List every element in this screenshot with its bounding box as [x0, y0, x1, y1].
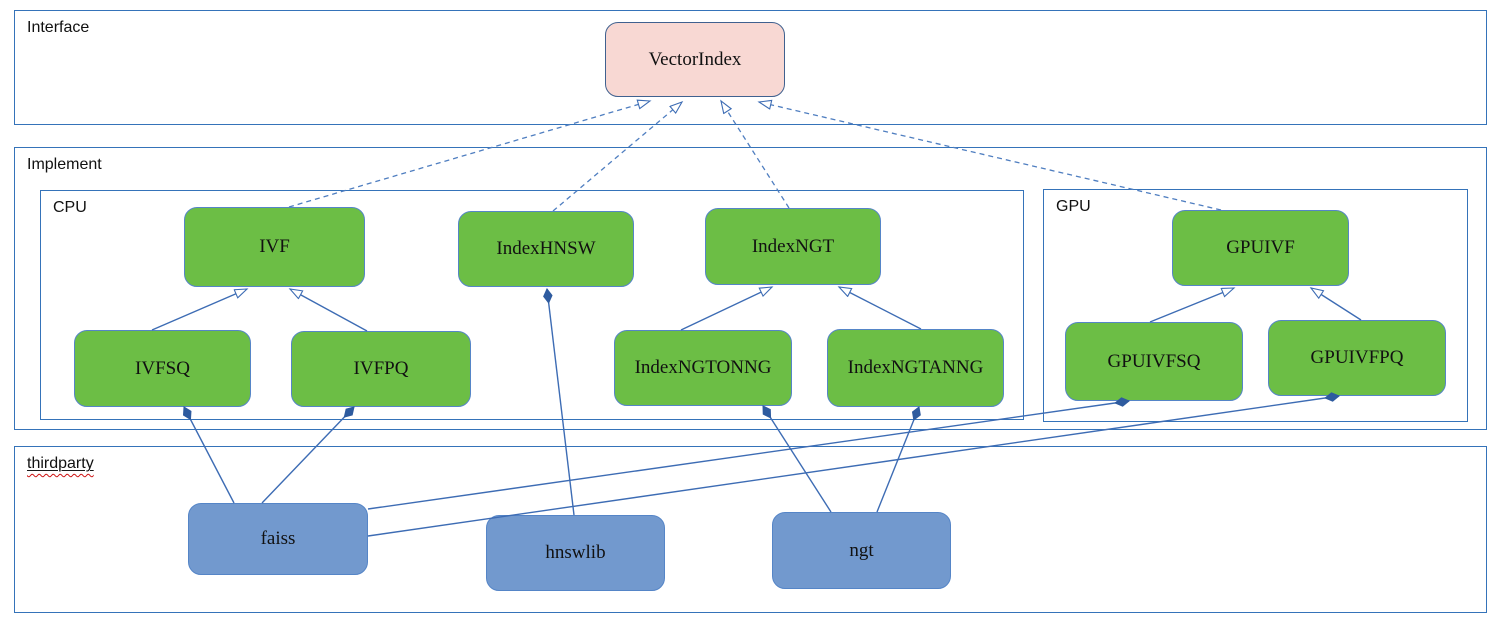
- container-gpu-label: GPU: [1056, 198, 1091, 215]
- node-indexngt-label: IndexNGT: [751, 235, 835, 257]
- node-vectorindex: VectorIndex: [605, 22, 785, 97]
- node-ivfsq: IVFSQ: [74, 330, 251, 407]
- container-cpu-label: CPU: [53, 199, 87, 216]
- node-ivfpq: IVFPQ: [291, 331, 471, 407]
- node-indexngtonng: IndexNGTONNG: [614, 330, 792, 406]
- node-gpuivf-label: GPUIVF: [1226, 237, 1295, 258]
- node-faiss: faiss: [188, 503, 368, 575]
- container-thirdparty-label-text: thirdparty: [27, 455, 94, 472]
- node-indexngtonng-label: IndexNGTONNG: [634, 357, 772, 378]
- node-ivf-label: IVF: [259, 236, 290, 257]
- node-gpuivfpq-label: GPUIVFPQ: [1310, 347, 1404, 368]
- container-interface-label: Interface: [27, 19, 90, 36]
- node-indexhnsw-label: IndexHNSW: [496, 238, 596, 259]
- node-indexngt: IndexNGT: [705, 208, 881, 285]
- node-gpuivfsq-label: GPUIVFSQ: [1107, 350, 1201, 372]
- container-implement-label: Implement: [27, 156, 102, 173]
- node-indexhnsw: IndexHNSW: [458, 211, 634, 287]
- node-hnswlib: hnswlib: [486, 515, 665, 591]
- node-ngt: ngt: [772, 512, 951, 589]
- node-indexngtanng-label: IndexNGTANNG: [847, 357, 984, 378]
- node-faiss-label: faiss: [260, 528, 296, 549]
- node-ivfsq-label: IVFSQ: [135, 357, 190, 379]
- container-thirdparty-label: thirdparty: [27, 455, 94, 473]
- node-ngt-label: ngt: [849, 539, 874, 561]
- node-gpuivf: GPUIVF: [1172, 210, 1349, 286]
- node-ivf: IVF: [184, 207, 365, 287]
- node-gpuivfsq: GPUIVFSQ: [1065, 322, 1243, 401]
- node-vectorindex-label: VectorIndex: [648, 48, 742, 70]
- node-ivfpq-label: IVFPQ: [353, 358, 409, 379]
- node-indexngtanng: IndexNGTANNG: [827, 329, 1004, 407]
- node-gpuivfpq: GPUIVFPQ: [1268, 320, 1446, 396]
- node-hnswlib-label: hnswlib: [545, 542, 606, 563]
